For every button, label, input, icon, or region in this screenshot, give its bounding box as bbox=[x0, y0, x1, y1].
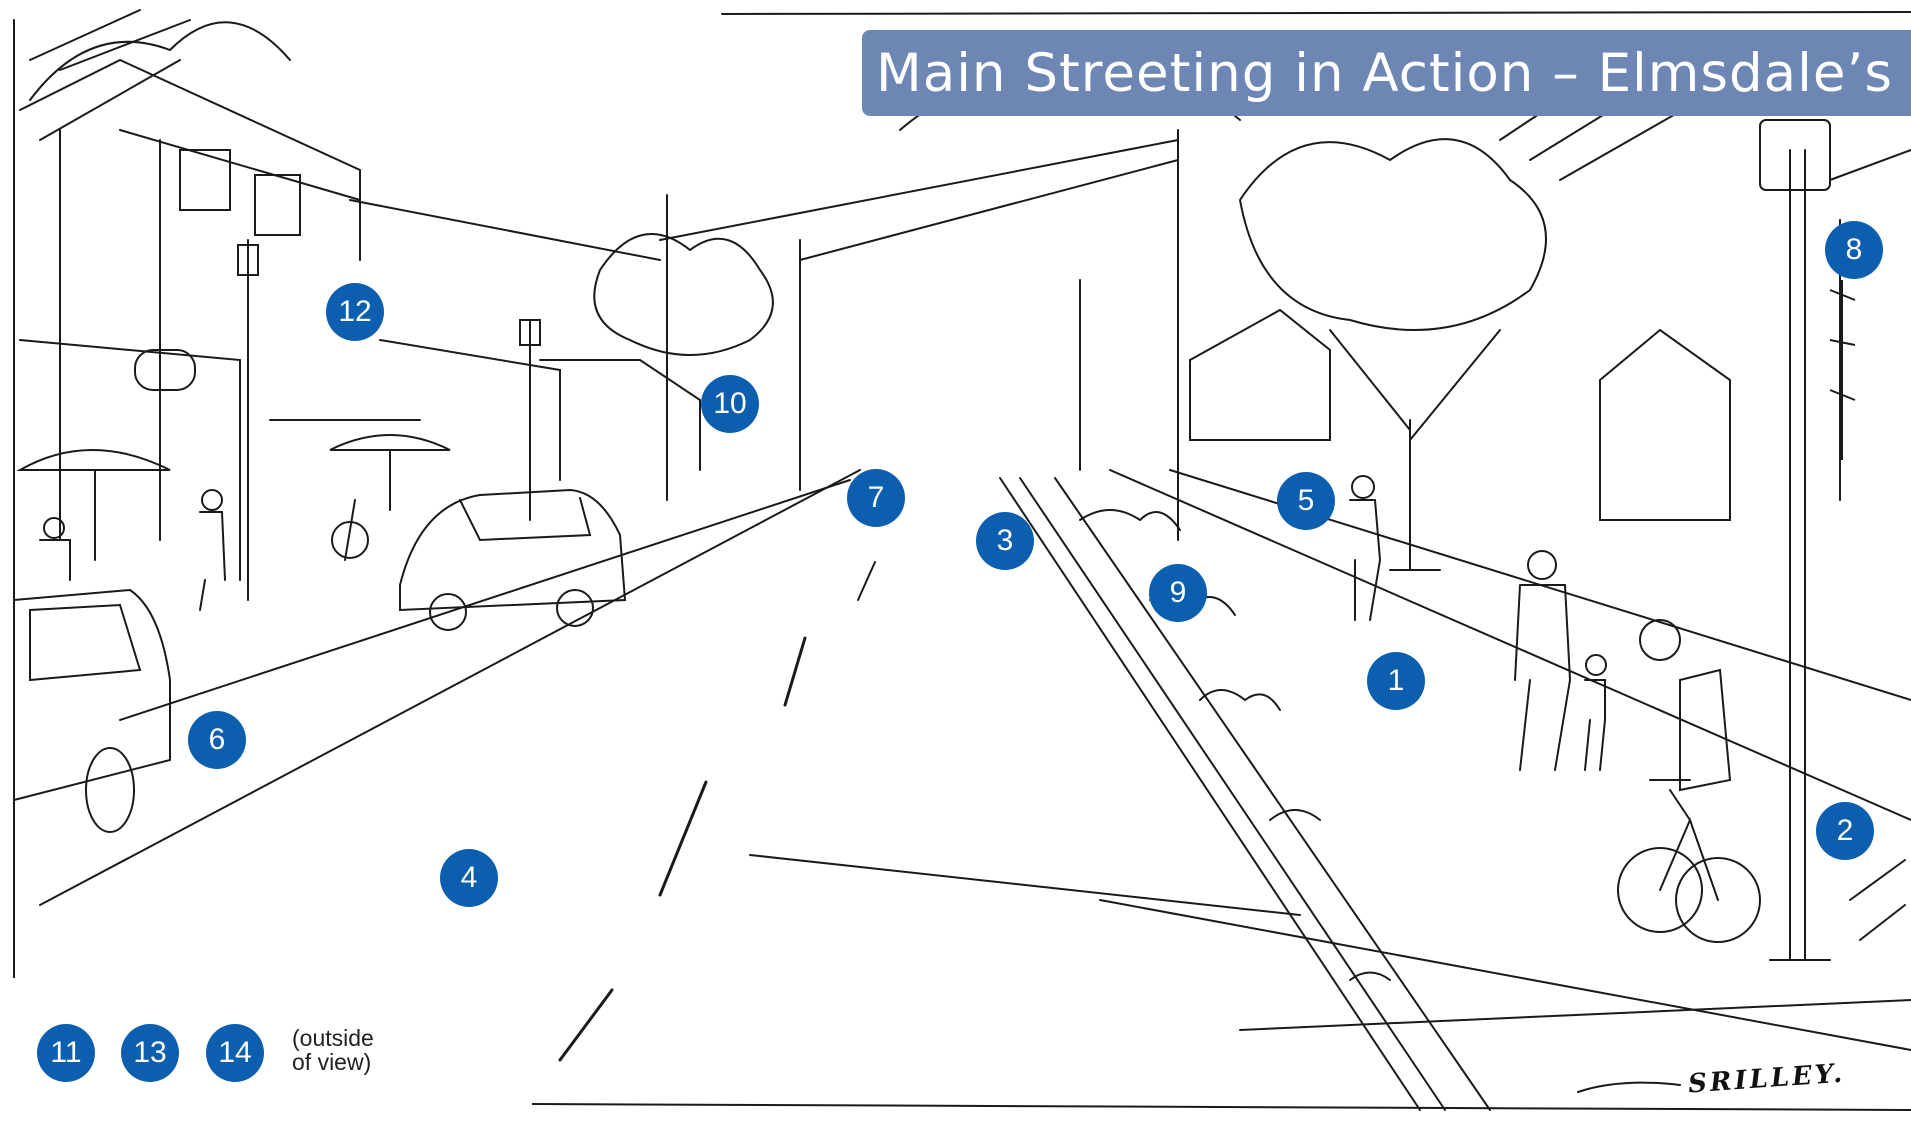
callout-marker-2: 2 bbox=[1816, 802, 1874, 860]
legend-note-line-1: (outside bbox=[292, 1025, 374, 1051]
callout-marker-1: 1 bbox=[1367, 652, 1425, 710]
callout-marker-9: 9 bbox=[1149, 564, 1207, 622]
legend-note-line-2: of view) bbox=[292, 1049, 372, 1075]
callout-marker-10: 10 bbox=[701, 375, 759, 433]
legend-note: (outside of view) bbox=[292, 1026, 374, 1074]
callout-marker-4: 4 bbox=[440, 849, 498, 907]
callout-marker-5: 5 bbox=[1277, 472, 1335, 530]
legend-marker-11: 11 bbox=[37, 1024, 95, 1082]
callout-marker-8: 8 bbox=[1825, 221, 1883, 279]
callout-marker-3: 3 bbox=[976, 512, 1034, 570]
legend-marker-14: 14 bbox=[206, 1024, 264, 1082]
callout-marker-6: 6 bbox=[188, 711, 246, 769]
callout-marker-7: 7 bbox=[847, 469, 905, 527]
callout-marker-12: 12 bbox=[326, 283, 384, 341]
title-banner: Main Streeting in Action – Elmsdale’s bbox=[862, 30, 1911, 116]
legend-marker-13: 13 bbox=[121, 1024, 179, 1082]
page-title: Main Streeting in Action – Elmsdale’s bbox=[876, 42, 1893, 104]
